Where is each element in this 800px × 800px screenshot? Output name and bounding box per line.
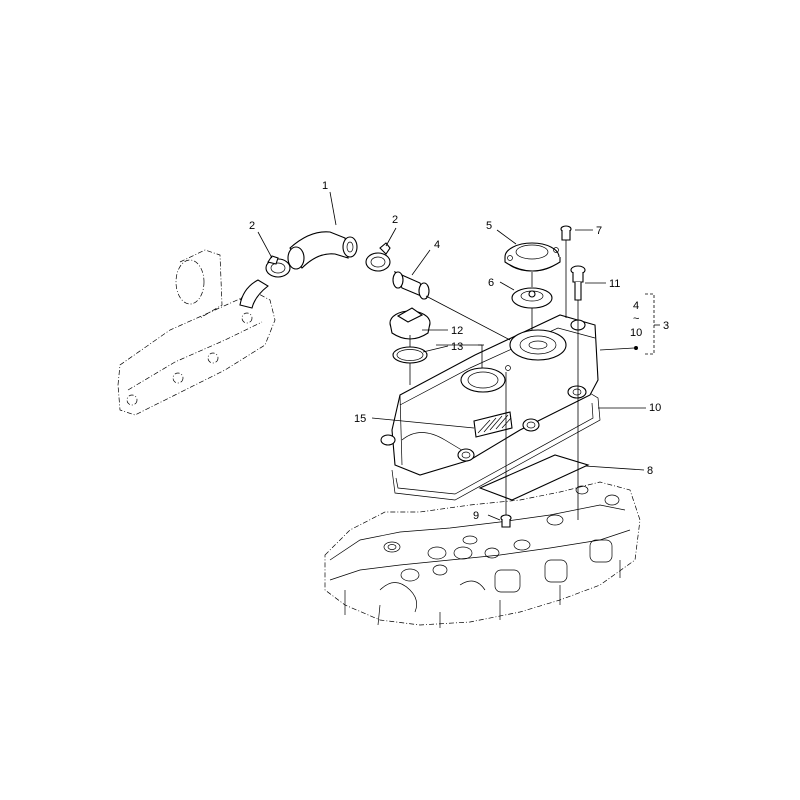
callout-9: 9 (473, 510, 479, 522)
manifold (117, 249, 276, 416)
bolt-7 (560, 225, 572, 241)
callout-7: 7 (596, 225, 602, 237)
callout-6: 6 (488, 277, 494, 289)
rocker-cover (380, 314, 599, 476)
o-ring (392, 346, 428, 364)
callout-12: 12 (451, 325, 463, 337)
callout-4: 4 (434, 239, 440, 251)
callout-4-range-start: 4 (633, 300, 639, 312)
bolt-11 (570, 265, 586, 301)
bolt-9 (500, 514, 512, 528)
callout-2-right: 2 (392, 214, 398, 226)
callout-13: 13 (451, 341, 463, 353)
callout-11: 11 (609, 278, 620, 290)
breather-valve (511, 287, 553, 309)
cover-gasket (391, 391, 601, 501)
hose-clamp-left (239, 255, 291, 309)
callout-5: 5 (486, 220, 492, 232)
baffle-plate (478, 454, 590, 501)
callout-10: 10 (649, 402, 661, 414)
callout-8: 8 (647, 465, 653, 477)
breather-hose (287, 231, 358, 270)
breather-cover (504, 242, 561, 272)
cylinder-head (324, 481, 641, 628)
callout-1: 1 (322, 180, 328, 192)
breather-pipe (392, 270, 430, 300)
callout-2-left: 2 (249, 220, 255, 232)
range-tilde: ~ (633, 313, 639, 325)
hose-clamp-right (365, 242, 391, 272)
callout-labels: 1 2 2 3 4 4 ~ 5 6 7 8 9 10 10 11 12 13 1… (249, 180, 669, 522)
leader-lines (257, 191, 660, 521)
callout-3: 3 (663, 320, 669, 332)
assembly-lines (409, 240, 579, 520)
oil-filler-cap (389, 307, 431, 340)
callout-15: 15 (354, 413, 366, 425)
callout-10-range-end: 10 (630, 327, 642, 339)
